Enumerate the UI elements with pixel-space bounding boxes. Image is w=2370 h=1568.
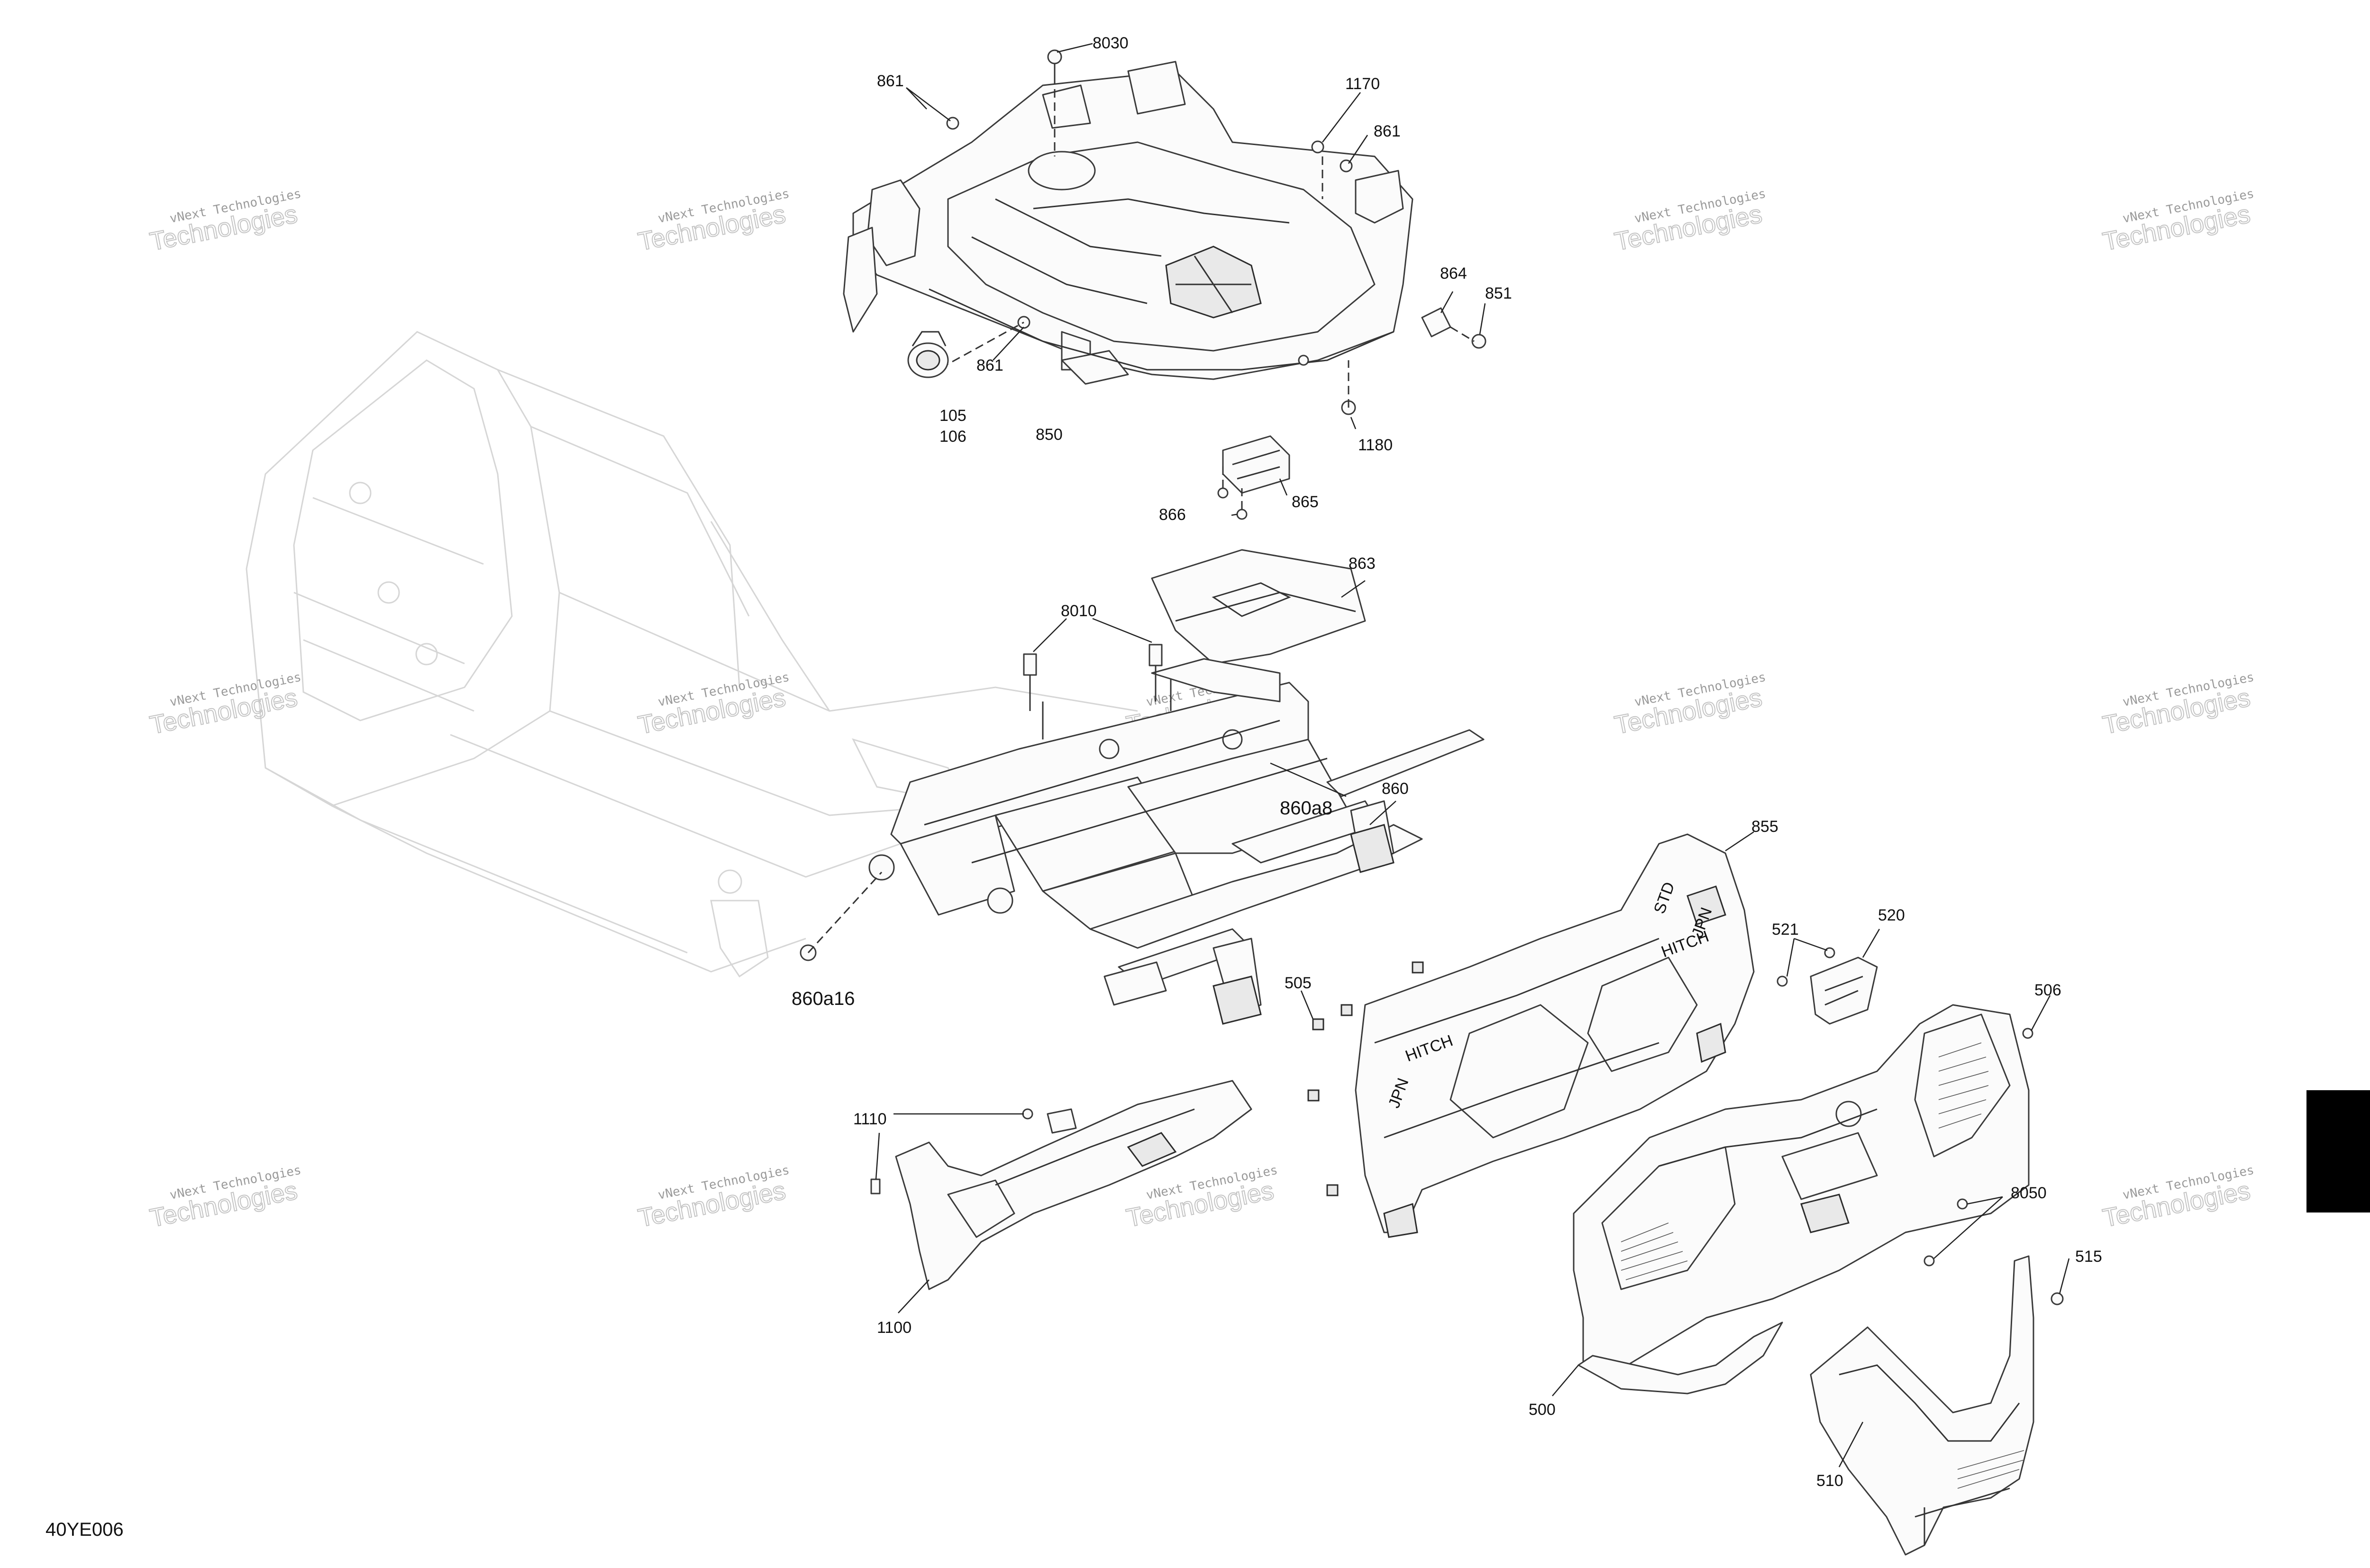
callout-labels: 8030 861 1170 861 864 851 861 105 106 85… [792, 34, 2102, 1490]
callout-863: 863 [1349, 555, 1376, 573]
callout-1110: 1110 [853, 1110, 887, 1128]
clip-icon [1307, 1089, 1320, 1102]
callout-855: 855 [1751, 818, 1778, 836]
screw-icon [1298, 355, 1309, 366]
hardware-860a16 [800, 871, 883, 961]
callout-1170: 1170 [1345, 75, 1380, 93]
callout-106: 106 [939, 428, 966, 446]
callout-520: 520 [1878, 906, 1905, 924]
callout-850: 850 [1036, 426, 1063, 444]
fascia-grille-left [1621, 1222, 1688, 1280]
screw-866-icon [1217, 487, 1229, 499]
part-latch-520 [1777, 947, 1878, 1025]
ghost-chassis-frame [246, 331, 1138, 978]
callout-860: 860 [1382, 780, 1409, 798]
callout-521: 521 [1772, 921, 1799, 939]
drawing-code: 40YE006 [46, 1519, 124, 1540]
part-grommet-105 [907, 331, 949, 378]
callout-860a16: 860a16 [792, 988, 855, 1009]
part-splash-shield-1100 [870, 1080, 1252, 1290]
callout-8010: 8010 [1061, 602, 1097, 620]
callout-851: 851 [1485, 284, 1512, 302]
screw-1110-icon [870, 1178, 881, 1194]
part-rear-fascia-500 [1573, 1004, 2033, 1395]
part-hitch-frame-860 [868, 658, 1485, 1025]
hardware-8010 [1023, 644, 1163, 711]
callout-105: 105 [939, 407, 966, 425]
callout-861: 861 [1374, 122, 1401, 140]
callout-505: 505 [1285, 974, 1312, 992]
screw-506-icon [2022, 1028, 2033, 1039]
part-lower-fascia-510 [1810, 1255, 2064, 1556]
fascia-grille-right [1938, 1042, 1989, 1129]
screw-1170-icon [1311, 140, 1324, 154]
callout-1100: 1100 [877, 1319, 912, 1337]
callout-860a8: 860a8 [1280, 798, 1332, 819]
callout-510: 510 [1816, 1472, 1843, 1490]
callout-8050: 8050 [2011, 1184, 2047, 1202]
callout-8030: 8030 [1093, 34, 1129, 52]
part-bracket-865 [1217, 435, 1290, 520]
callout-866: 866 [1159, 506, 1186, 524]
callout-861: 861 [877, 72, 904, 90]
clip-505-icon [1312, 1018, 1324, 1030]
callout-865: 865 [1292, 493, 1319, 511]
callout-861: 861 [976, 356, 1003, 374]
clip-icon [1412, 961, 1424, 974]
hardware-505 [1307, 961, 1424, 1196]
leader-lines [875, 43, 2070, 1468]
clip-864-icon [1421, 307, 1451, 337]
screw-8050-icon [1957, 1198, 1968, 1210]
callout-506: 506 [2034, 981, 2061, 999]
bolt-8010-icon [1023, 653, 1037, 676]
screw-8030-icon [1047, 49, 1062, 64]
clip-icon [1340, 1004, 1353, 1016]
screw-515-icon [2051, 1292, 2064, 1305]
callout-1180: 1180 [1358, 436, 1393, 454]
clip-icon [1326, 1184, 1339, 1196]
section-tab-marker [2306, 1090, 2370, 1212]
callout-515: 515 [2075, 1248, 2102, 1266]
nut-851-icon [1471, 334, 1486, 349]
screw-1110b-icon [1022, 1108, 1033, 1120]
bolt-8010b-icon [1149, 644, 1163, 666]
part-rear-tub-support [843, 61, 1413, 385]
part-skid-plate-863 [1151, 549, 1366, 665]
callout-500: 500 [1529, 1401, 1556, 1419]
callout-864: 864 [1440, 264, 1467, 283]
part-hitch-panel-855: HITCH STD HITCH JPN JPN [1355, 833, 1755, 1238]
screw-521-icon [1777, 975, 1788, 987]
screw-866b-icon [1236, 509, 1248, 520]
screw-8050b-icon [1923, 1255, 1935, 1267]
